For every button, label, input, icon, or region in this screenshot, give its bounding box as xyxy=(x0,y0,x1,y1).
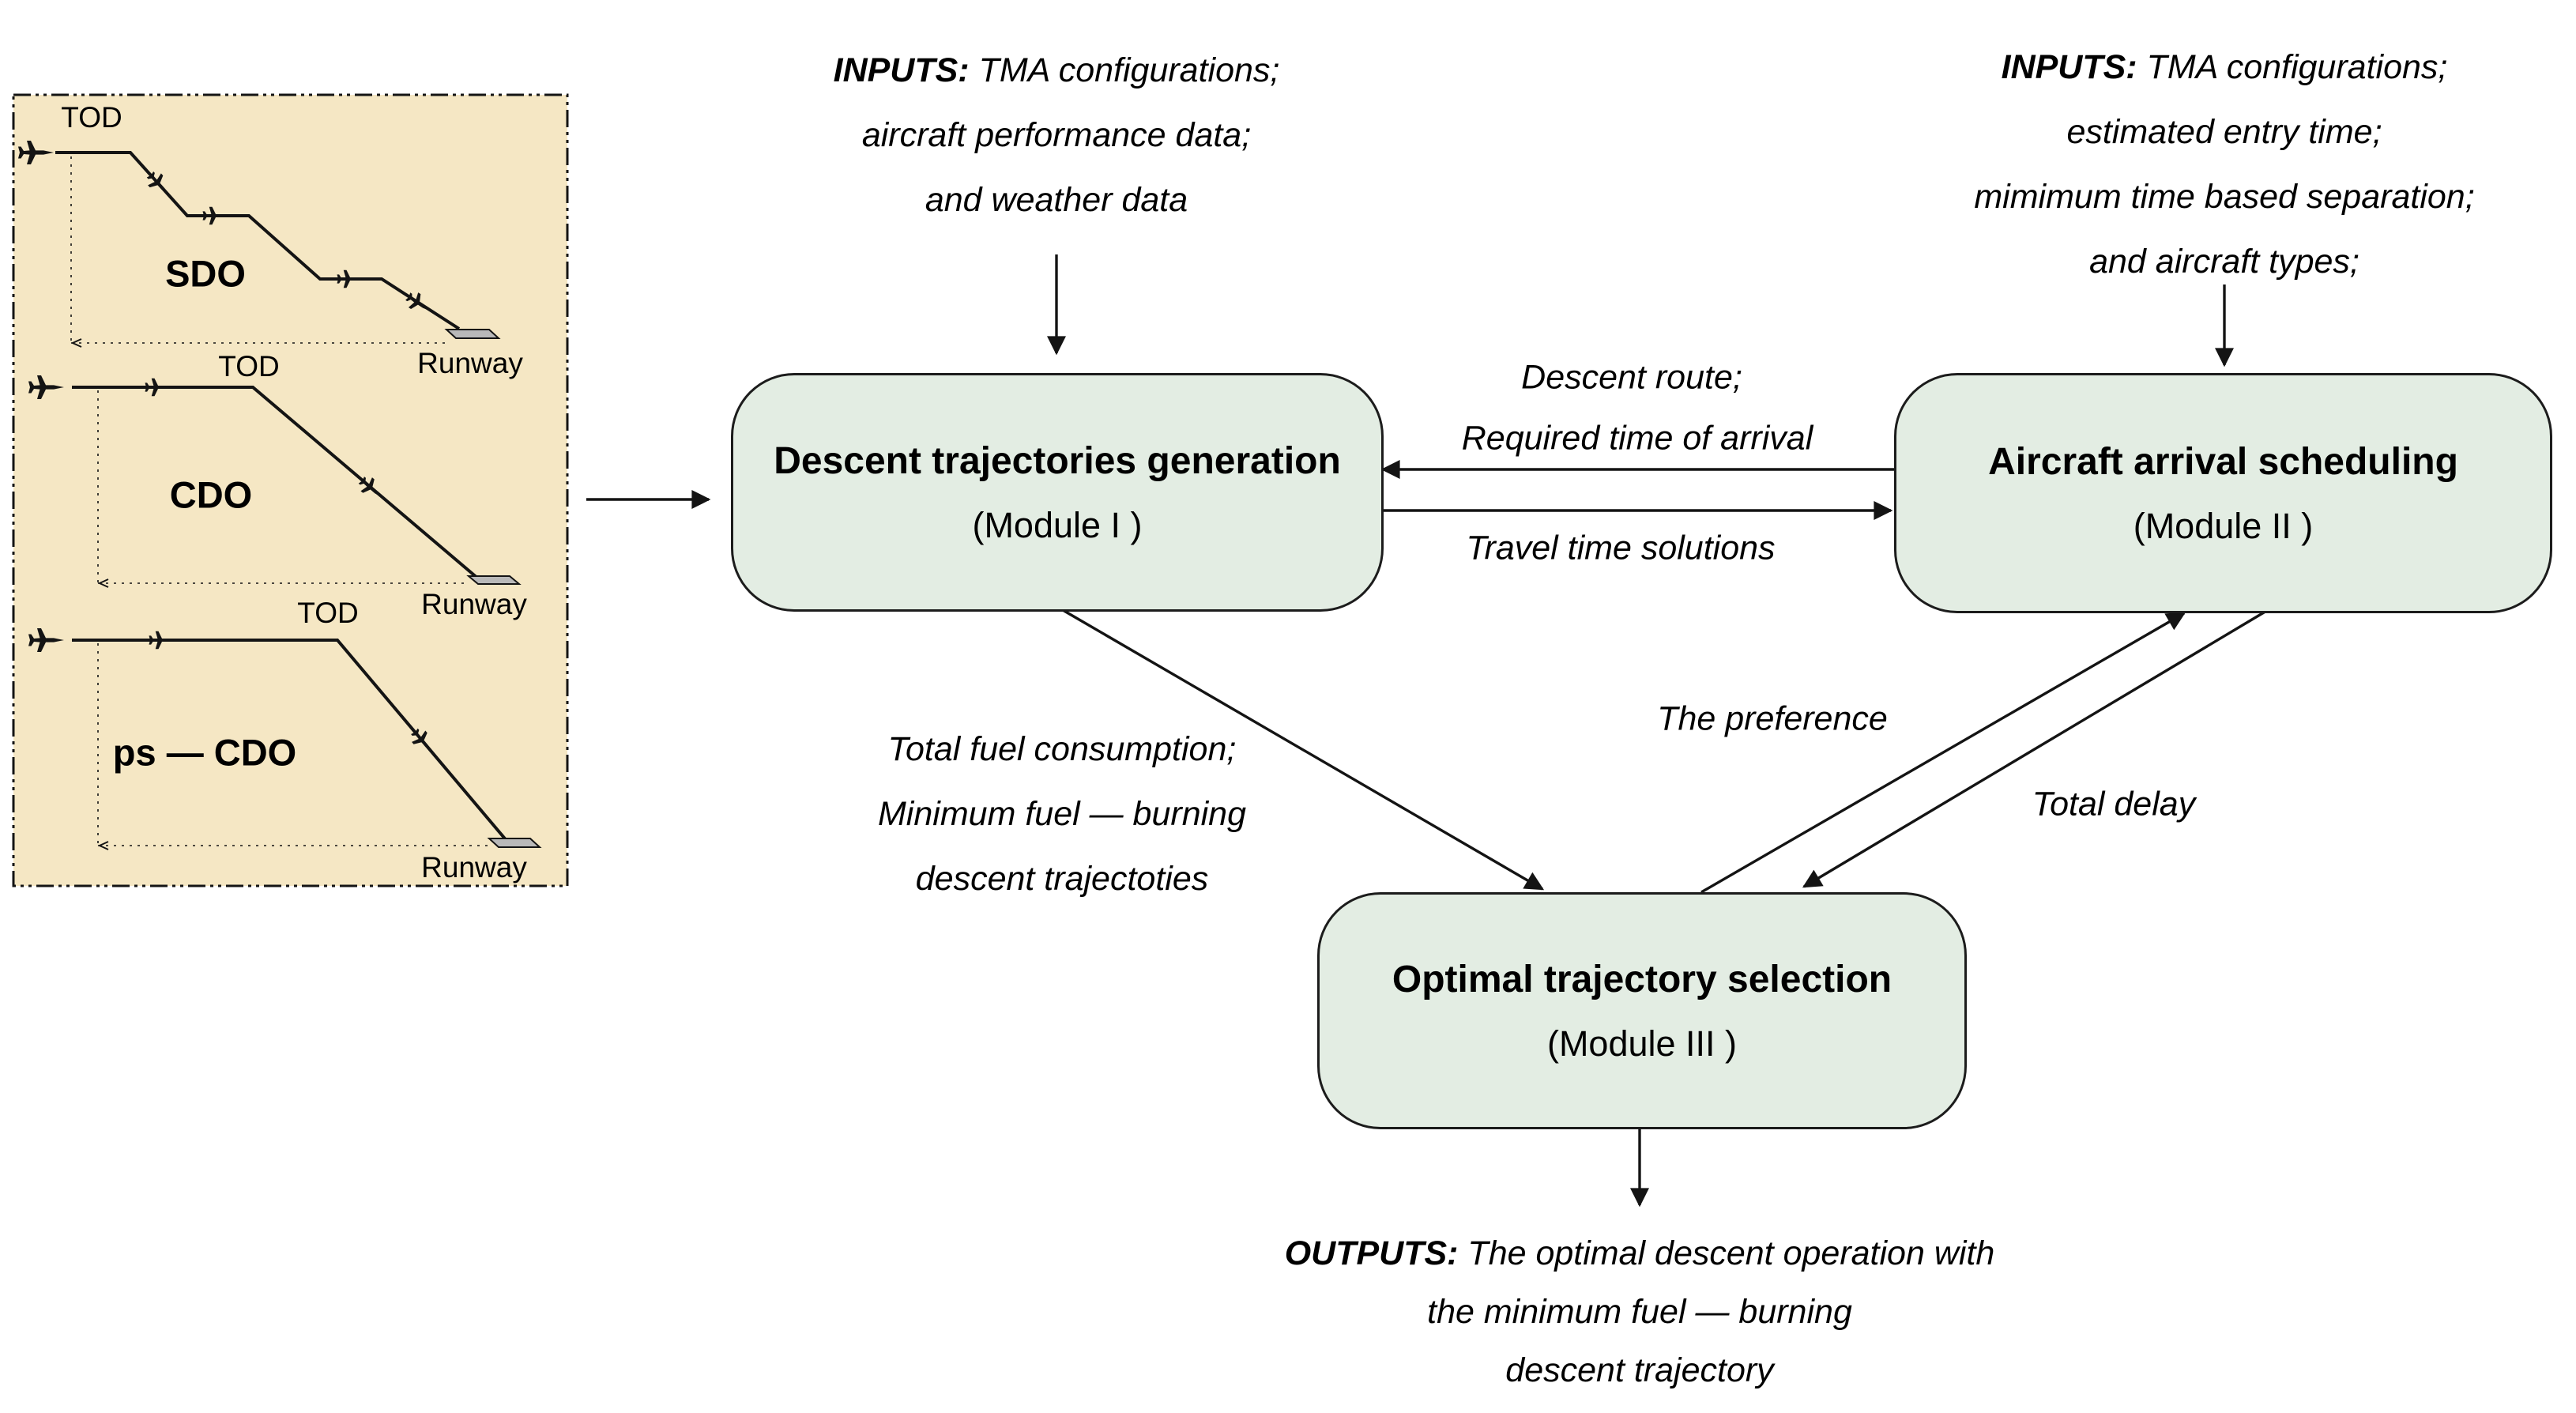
arrow-module3-to-module2 xyxy=(1700,612,2186,894)
arrow-module2-to-module3 xyxy=(1802,609,2269,888)
sdo-tod-label: TOD xyxy=(61,101,122,134)
module3-subtitle: (Module III ) xyxy=(1546,1023,1738,1064)
module1-inputs-text: INPUTS: TMA configurations; aircraft per… xyxy=(834,38,1280,232)
cdo-tod-label: TOD xyxy=(218,350,280,382)
module1-box: Descent trajectories generation (Module … xyxy=(731,373,1384,612)
pscdo-guide-arrow xyxy=(97,841,109,850)
descent-profiles-drawing xyxy=(12,93,569,887)
edge-label-total-delay: Total delay xyxy=(2032,785,2196,823)
inputs-keyword: INPUTS: xyxy=(833,51,970,89)
module2-subtitle: (Module II ) xyxy=(2133,505,2314,546)
module1-inputs-line3: and weather data xyxy=(925,181,1188,219)
sdo-runway-shape xyxy=(444,329,501,339)
sdo-guide-arrow xyxy=(70,338,82,348)
pscdo-runway-shape xyxy=(487,838,542,848)
module2-title: Aircraft arrival scheduling xyxy=(1988,440,2458,483)
module2-inputs-text: INPUTS: TMA configurations; estimated en… xyxy=(1974,35,2474,294)
descent-profiles-panel: TOD SDO Runway TOD CDO Runway TOD ps — C… xyxy=(12,93,569,887)
edge-label-fuel-line1: Total fuel consumption; xyxy=(887,730,1237,768)
module1-inputs-line2: aircraft performance data; xyxy=(861,116,1252,154)
inputs-keyword: INPUTS: xyxy=(2001,48,2137,86)
module2-inputs-line1: INPUTS: TMA configurations; xyxy=(2001,48,2448,86)
module2-inputs-line4: and aircraft types; xyxy=(2089,243,2359,281)
edge-label-fuel-block: Total fuel consumption; Minimum fuel — b… xyxy=(878,717,1246,911)
pscdo-tod-label: TOD xyxy=(297,597,359,629)
outputs-line1: OUTPUTS: The optimal descent operation w… xyxy=(1284,1234,1995,1272)
module1-title: Descent trajectories generation xyxy=(774,439,1341,482)
cdo-runway-label: Runway xyxy=(421,588,527,620)
edge-label-travel-time: Travel time solutions xyxy=(1466,529,1776,567)
edge-label-descent-route: Descent route; xyxy=(1521,358,1742,397)
module2-inputs-line2: estimated entry time; xyxy=(2066,113,2382,151)
module1-inputs-line1: INPUTS: TMA configurations; xyxy=(833,51,1280,89)
module2-box: Aircraft arrival scheduling (Module II ) xyxy=(1894,373,2552,613)
cdo-runway-shape xyxy=(466,575,522,585)
module2-inputs-line3: mimimum time based separation; xyxy=(1974,178,2475,216)
edge-label-fuel-line2: Minimum fuel — burning xyxy=(877,795,1247,833)
arrow-module1-to-module3 xyxy=(1062,609,1545,891)
outputs-line2: the minimum fuel — burning xyxy=(1427,1293,1852,1331)
sdo-runway-label: Runway xyxy=(417,347,523,379)
cdo-guide-arrow xyxy=(97,578,109,588)
pscdo-runway-label: Runway xyxy=(421,851,527,884)
edge-label-required-time: Required time of arrival xyxy=(1461,419,1813,458)
sdo-profile-name: SDO xyxy=(165,252,246,295)
module1-subtitle: (Module I ) xyxy=(972,504,1143,545)
cdo-profile-name: CDO xyxy=(169,473,253,516)
edge-label-fuel-line3: descent trajectoties xyxy=(915,860,1209,898)
outputs-keyword: OUTPUTS: xyxy=(1284,1234,1459,1272)
module3-box: Optimal trajectory selection (Module III… xyxy=(1317,892,1967,1129)
pscdo-profile-name: ps — CDO xyxy=(112,731,297,774)
sdo-flight-path xyxy=(55,151,461,330)
outputs-line3: descent trajectory xyxy=(1505,1351,1774,1389)
edge-label-preference: The preference xyxy=(1657,699,1888,738)
cdo-flight-path xyxy=(72,386,480,580)
panel-border xyxy=(12,93,569,887)
outputs-text: OUTPUTS: The optimal descent operation w… xyxy=(1285,1224,1995,1400)
module3-title: Optimal trajectory selection xyxy=(1392,958,1892,1000)
